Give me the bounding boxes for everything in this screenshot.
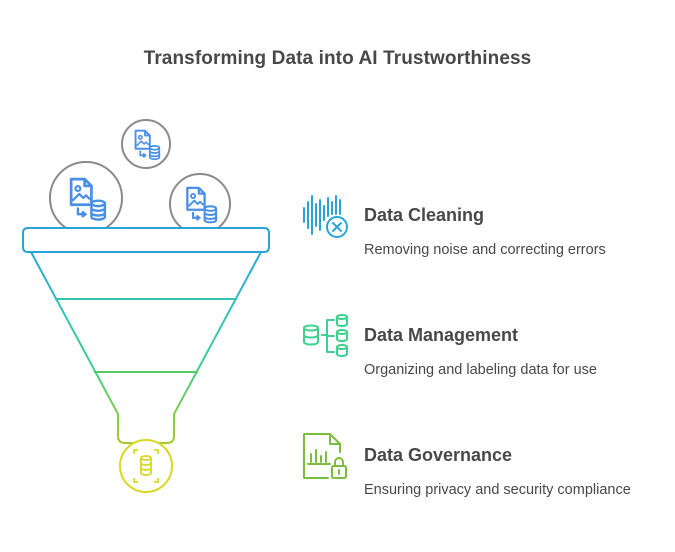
output-bubble: [119, 439, 173, 493]
item-title-data-management: Data Management: [364, 325, 519, 345]
page-title: Transforming Data into AI Trustworthines…: [143, 48, 532, 69]
input-bubble-top: [121, 119, 171, 169]
input-bubble-left: [49, 161, 123, 235]
document-chart-lock-icon: [303, 433, 347, 479]
sound-wave-cancel-icon: [303, 195, 348, 238]
item-title-data-governance: Data Governance: [364, 445, 513, 465]
database-hierarchy-icon: [303, 314, 348, 357]
funnel-body: [30, 251, 262, 444]
item-title-data-cleaning: Data Cleaning: [364, 205, 485, 225]
item-desc-data-governance: Ensuring privacy and security compliance: [364, 482, 631, 498]
item-desc-data-management: Organizing and labeling data for use: [364, 362, 597, 378]
item-desc-data-cleaning: Removing noise and correcting errors: [364, 242, 606, 258]
input-bubble-right: [169, 173, 231, 235]
funnel-rim: [22, 227, 270, 253]
database-focus-icon: [133, 449, 159, 483]
